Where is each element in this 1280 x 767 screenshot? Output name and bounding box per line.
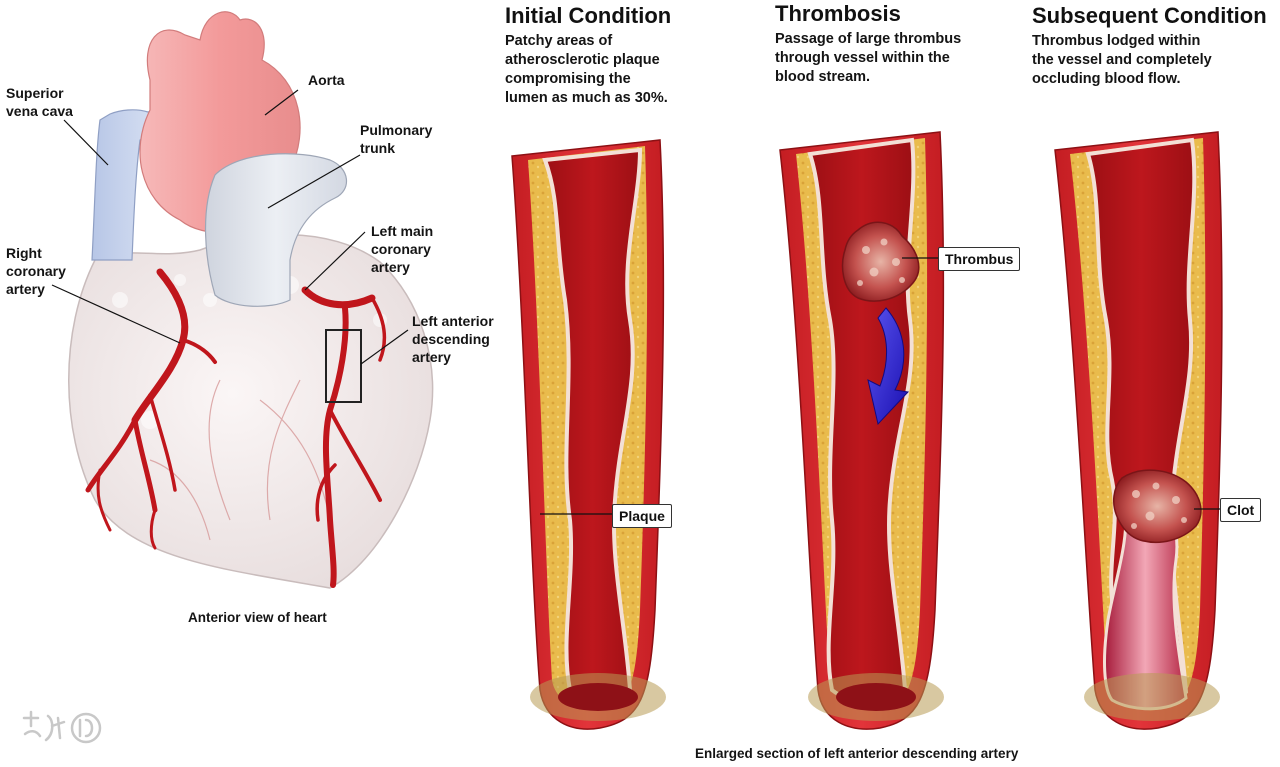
left-coronary-artery-shape <box>301 286 387 588</box>
panel-description-thrombosis: Passage of large thrombus through vessel… <box>775 31 962 85</box>
inset-box <box>325 329 362 403</box>
heart-illustration <box>51 11 434 589</box>
label-pulmonary-trunk: Pulmonary trunk <box>360 122 433 156</box>
watermark-logo <box>22 710 102 744</box>
bottom-caption: Enlarged section of left anterior descen… <box>695 746 1019 761</box>
panel-title-thrombosis: Thrombosis <box>775 1 901 26</box>
callout-clot: Clot <box>1220 498 1262 522</box>
vessel-initial-condition <box>511 139 666 730</box>
label-left-main-coronary-artery: Left main coronary artery <box>371 223 434 275</box>
pulmonary-trunk-shape <box>204 153 347 307</box>
heart-caption: Anterior view of heart <box>188 610 327 625</box>
label-superior-vena-cava: Superior vena cava <box>6 85 73 119</box>
curved-down-arrow-icon <box>867 307 910 426</box>
superior-vena-cava-shape <box>91 107 170 261</box>
right-coronary-artery-shape <box>85 268 217 550</box>
panel-title-subsequent-condition: Subsequent Condition <box>1032 3 1267 28</box>
label-aorta: Aorta <box>308 72 345 88</box>
callout-thrombus: Thrombus <box>938 247 1021 271</box>
vessel-subsequent-condition <box>1054 131 1223 730</box>
label-left-anterior-descending-artery: Left anterior descending artery <box>412 313 494 365</box>
panel-description-initial-condition: Patchy areas of atherosclerotic plaque c… <box>505 33 668 106</box>
vessel-thrombosis <box>779 131 945 730</box>
callout-plaque: Plaque <box>612 504 672 528</box>
label-right-coronary-artery: Right coronary artery <box>6 245 66 297</box>
panel-description-subsequent-condition: Thrombus lodged within the vessel and co… <box>1032 33 1212 87</box>
panel-title-initial-condition: Initial Condition <box>505 3 672 28</box>
